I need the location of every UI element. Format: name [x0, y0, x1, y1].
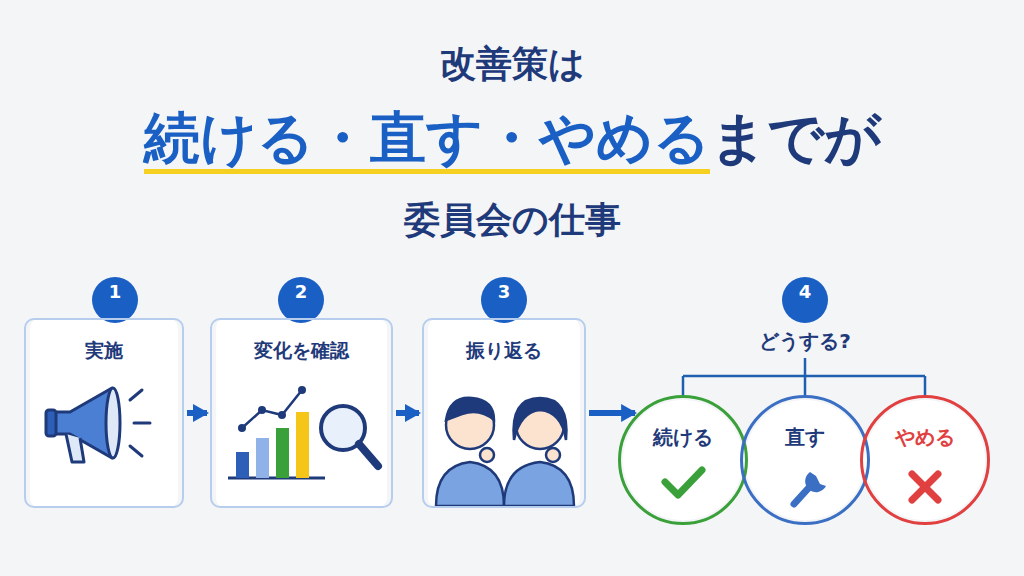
- choice-bracket: [683, 358, 925, 398]
- step-box: 実施: [24, 318, 184, 508]
- choice-circle: やめる: [860, 395, 990, 525]
- circle-fill: [623, 400, 743, 520]
- chart-bar: [236, 452, 249, 478]
- choice-circle: 続ける: [618, 395, 748, 525]
- node-label: 変化を確認: [212, 338, 391, 364]
- people-illustration: [436, 398, 574, 506]
- chart-bar: [276, 428, 289, 478]
- sound-line: [130, 446, 142, 456]
- question-label: どうする?: [700, 328, 910, 355]
- step-number: 1: [92, 277, 138, 323]
- node-label: 直す: [743, 424, 867, 451]
- x-icon: [912, 474, 938, 500]
- callout-number: 1: [92, 277, 138, 307]
- wrench-head: [805, 472, 826, 492]
- trend-line: [242, 390, 302, 428]
- title: 改善策は: [0, 40, 1024, 89]
- megaphone-rim: [106, 388, 120, 458]
- bracket-stem: [804, 358, 807, 376]
- megaphone-cap: [46, 410, 56, 436]
- x-stroke: [912, 474, 938, 500]
- flow-arrow: [589, 410, 635, 416]
- step-number: 2: [278, 277, 324, 323]
- megaphone-icon: [46, 388, 150, 462]
- person-hair: [514, 398, 567, 440]
- person-body: [436, 462, 504, 506]
- node-label: 実施: [26, 338, 182, 364]
- circle-fill: [865, 400, 985, 520]
- sound-line: [134, 422, 150, 425]
- person-hand: [546, 448, 560, 462]
- callout-number: 2: [278, 277, 324, 307]
- node-label: 続ける: [621, 424, 745, 451]
- x-stroke: [912, 474, 938, 500]
- heading-text: までが: [710, 104, 881, 171]
- flow-arrow: [187, 410, 207, 416]
- step-box: 変化を確認: [210, 318, 393, 508]
- check-icon: [665, 470, 702, 495]
- magnifier-handle: [359, 444, 378, 466]
- person-hair: [446, 398, 494, 420]
- chart-icon: [228, 386, 378, 478]
- trend-dot: [238, 424, 246, 432]
- subheading: 委員会の仕事: [0, 196, 1024, 245]
- choice-circle: 直す: [740, 395, 870, 525]
- step-number: 3: [481, 277, 527, 323]
- heading-row: 続ける・直す・やめるまでが: [0, 104, 1024, 171]
- person-body: [504, 462, 574, 506]
- step-box: 振り返る: [422, 318, 586, 508]
- wrench-icon: [794, 472, 826, 504]
- person-hand: [480, 448, 494, 462]
- trend-dot: [298, 386, 306, 394]
- chart-bar: [296, 412, 309, 478]
- callout-number: 3: [481, 277, 527, 307]
- trend-dot: [258, 406, 266, 414]
- heading-highlight: 続ける・直す・やめる: [144, 104, 710, 171]
- sound-line: [130, 390, 142, 400]
- flow-arrow: [396, 410, 419, 416]
- circle-fill: [745, 400, 865, 520]
- trend-dot: [278, 411, 286, 419]
- node-label: 振り返る: [424, 338, 584, 364]
- step-number: 4: [782, 277, 828, 323]
- callout-number: 4: [782, 277, 828, 307]
- node-label: やめる: [863, 424, 987, 451]
- chart-bar: [256, 438, 269, 478]
- megaphone-handle: [66, 434, 84, 462]
